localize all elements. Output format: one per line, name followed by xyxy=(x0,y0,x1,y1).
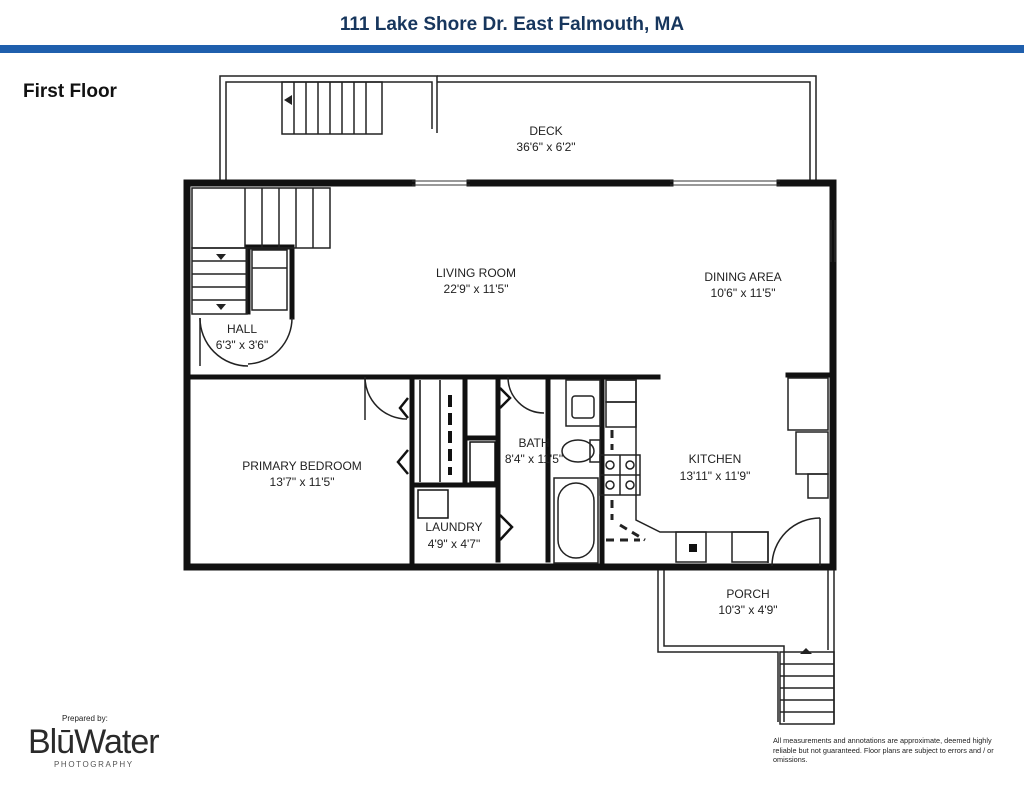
floor-label: First Floor xyxy=(23,81,117,102)
stair-arrow xyxy=(216,304,226,310)
door-swings xyxy=(199,317,821,567)
closet-dividers xyxy=(417,380,496,519)
room-size-kitchen: 13'11" x 11'9" xyxy=(680,469,751,483)
room-size-laundry: 4'9" x 4'7" xyxy=(428,537,480,551)
room-name-primary-bedroom: PRIMARY BEDROOM xyxy=(242,459,362,473)
room-name-hall: HALL xyxy=(227,322,257,336)
kitchen-fixtures xyxy=(599,377,829,563)
room-size-bath: 8'4" x 11'5" xyxy=(505,452,563,466)
room-size-deck: 36'6" x 6'2" xyxy=(516,140,575,154)
room-size-primary-bedroom: 13'7" x 11'5" xyxy=(270,475,335,489)
room-name-dining-area: DINING AREA xyxy=(704,270,781,284)
logo-text: BlūWater xyxy=(28,723,160,761)
exterior-walls xyxy=(183,179,837,571)
disclaimer: All measurements and annotations are app… xyxy=(773,736,994,764)
page-title: 111 Lake Shore Dr. East Falmouth, MA xyxy=(339,14,685,35)
sink-icon xyxy=(689,544,697,552)
room-size-dining-area: 10'6" x 11'5" xyxy=(711,286,776,300)
room-size-hall: 6'3" x 3'6" xyxy=(216,338,268,352)
stair-arrow xyxy=(284,95,292,105)
stair-arrow xyxy=(800,648,812,654)
deck-outline xyxy=(219,75,817,182)
room-name-kitchen: KITCHEN xyxy=(689,452,742,466)
bath-fixtures xyxy=(553,379,601,564)
openings xyxy=(412,180,836,262)
room-name-deck: DECK xyxy=(529,124,562,138)
room-name-porch: PORCH xyxy=(726,587,769,601)
closet-doors xyxy=(396,387,514,541)
prepared-by-label: Prepared by: xyxy=(62,714,108,723)
porch-stairs xyxy=(779,651,835,725)
interior-walls xyxy=(184,244,831,570)
room-name-bath: BATH xyxy=(518,436,549,450)
deck-stairs xyxy=(281,81,383,135)
interior-stairs xyxy=(191,187,331,315)
room-labels: DECK 36'6" x 6'2" LIVING ROOM 22'9" x 11… xyxy=(216,124,782,617)
room-size-living-room: 22'9" x 11'5" xyxy=(444,282,509,296)
room-name-living-room: LIVING ROOM xyxy=(436,266,516,280)
room-name-laundry: LAUNDRY xyxy=(425,520,482,534)
company-logo: BlūWater PHOTOGRAPHY xyxy=(28,723,160,769)
room-size-porch: 10'3" x 4'9" xyxy=(718,603,777,617)
header-divider xyxy=(0,45,1024,53)
stair-arrow xyxy=(216,254,226,260)
logo-subtext: PHOTOGRAPHY xyxy=(54,760,134,769)
